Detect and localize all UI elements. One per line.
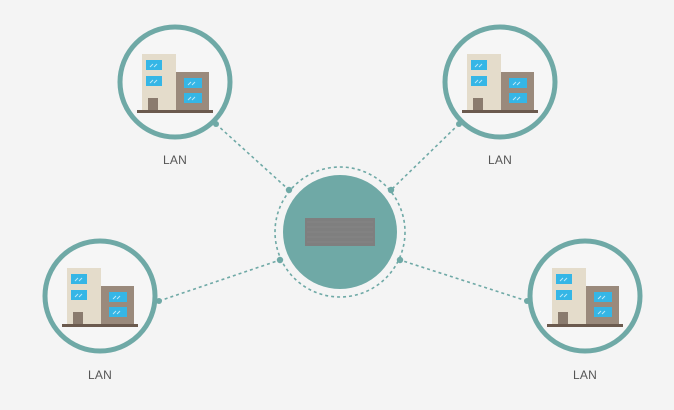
door	[473, 98, 483, 110]
link-endpoint-hub-top-left	[285, 186, 293, 194]
window-glare	[601, 310, 606, 315]
lan-label-bottom-right: LAN	[573, 368, 597, 382]
window	[109, 292, 127, 302]
window	[184, 93, 202, 103]
short-building	[101, 286, 134, 324]
window-glare	[516, 81, 521, 86]
window	[509, 78, 527, 88]
window-glare	[512, 96, 517, 101]
window	[471, 76, 487, 86]
short-building	[176, 72, 209, 110]
window	[594, 307, 612, 317]
window-glare	[149, 79, 154, 84]
window	[509, 93, 527, 103]
window	[146, 60, 162, 70]
window	[556, 290, 572, 300]
window	[146, 76, 162, 86]
central-switch-hub	[274, 166, 406, 298]
window-glare	[563, 277, 568, 282]
window	[184, 78, 202, 88]
window-glare	[116, 295, 121, 300]
window-glare	[74, 277, 79, 282]
window	[71, 274, 87, 284]
window-glare	[516, 96, 521, 101]
window-glare	[116, 310, 121, 315]
lan-label-top-right: LAN	[488, 153, 512, 167]
window-glare	[74, 293, 79, 298]
window-glare	[512, 81, 517, 86]
window-glare	[601, 295, 606, 300]
window-glare	[191, 96, 196, 101]
window-glare	[78, 277, 83, 282]
short-building	[501, 72, 534, 110]
window-glare	[597, 310, 602, 315]
window-glare	[153, 63, 158, 68]
window-glare	[559, 293, 564, 298]
ground-line	[137, 110, 213, 113]
lan-label-bottom-left: LAN	[88, 368, 112, 382]
window-glare	[478, 63, 483, 68]
door	[558, 312, 568, 324]
ground-line	[62, 324, 138, 327]
office-building-icon-bottom-right	[547, 268, 623, 327]
door	[148, 98, 158, 110]
window-glare	[153, 79, 158, 84]
window-glare	[149, 63, 154, 68]
link-endpoint-hub-bottom-left	[276, 256, 284, 264]
link-line-bottom-right	[399, 259, 528, 302]
link-endpoint-hub-top-right	[387, 186, 395, 194]
window-glare	[78, 293, 83, 298]
ground-line	[462, 110, 538, 113]
ground-line	[547, 324, 623, 327]
lan-label-top-left: LAN	[163, 153, 187, 167]
short-building	[586, 286, 619, 324]
link-line-top-right	[390, 123, 460, 191]
window-glare	[187, 96, 192, 101]
window-glare	[112, 310, 117, 315]
link-line-bottom-left	[158, 259, 281, 302]
window	[556, 274, 572, 284]
window-glare	[474, 63, 479, 68]
hub-dashed-ring	[274, 166, 406, 298]
office-building-icon-bottom-left	[62, 268, 138, 327]
window	[109, 307, 127, 317]
window-glare	[559, 277, 564, 282]
network-switch-icon	[305, 218, 375, 246]
window-glare	[597, 295, 602, 300]
window-glare	[563, 293, 568, 298]
window-glare	[187, 81, 192, 86]
window	[471, 60, 487, 70]
window-glare	[191, 81, 196, 86]
office-building-icon-top-left	[137, 54, 213, 113]
link-line-top-left	[215, 123, 290, 191]
lan-nodes-layer	[42, 24, 643, 354]
office-building-icon-top-right	[462, 54, 538, 113]
window-glare	[478, 79, 483, 84]
window	[71, 290, 87, 300]
window-glare	[474, 79, 479, 84]
window-glare	[112, 295, 117, 300]
link-endpoint-node-bottom-left	[156, 298, 162, 304]
door	[73, 312, 83, 324]
window	[594, 292, 612, 302]
